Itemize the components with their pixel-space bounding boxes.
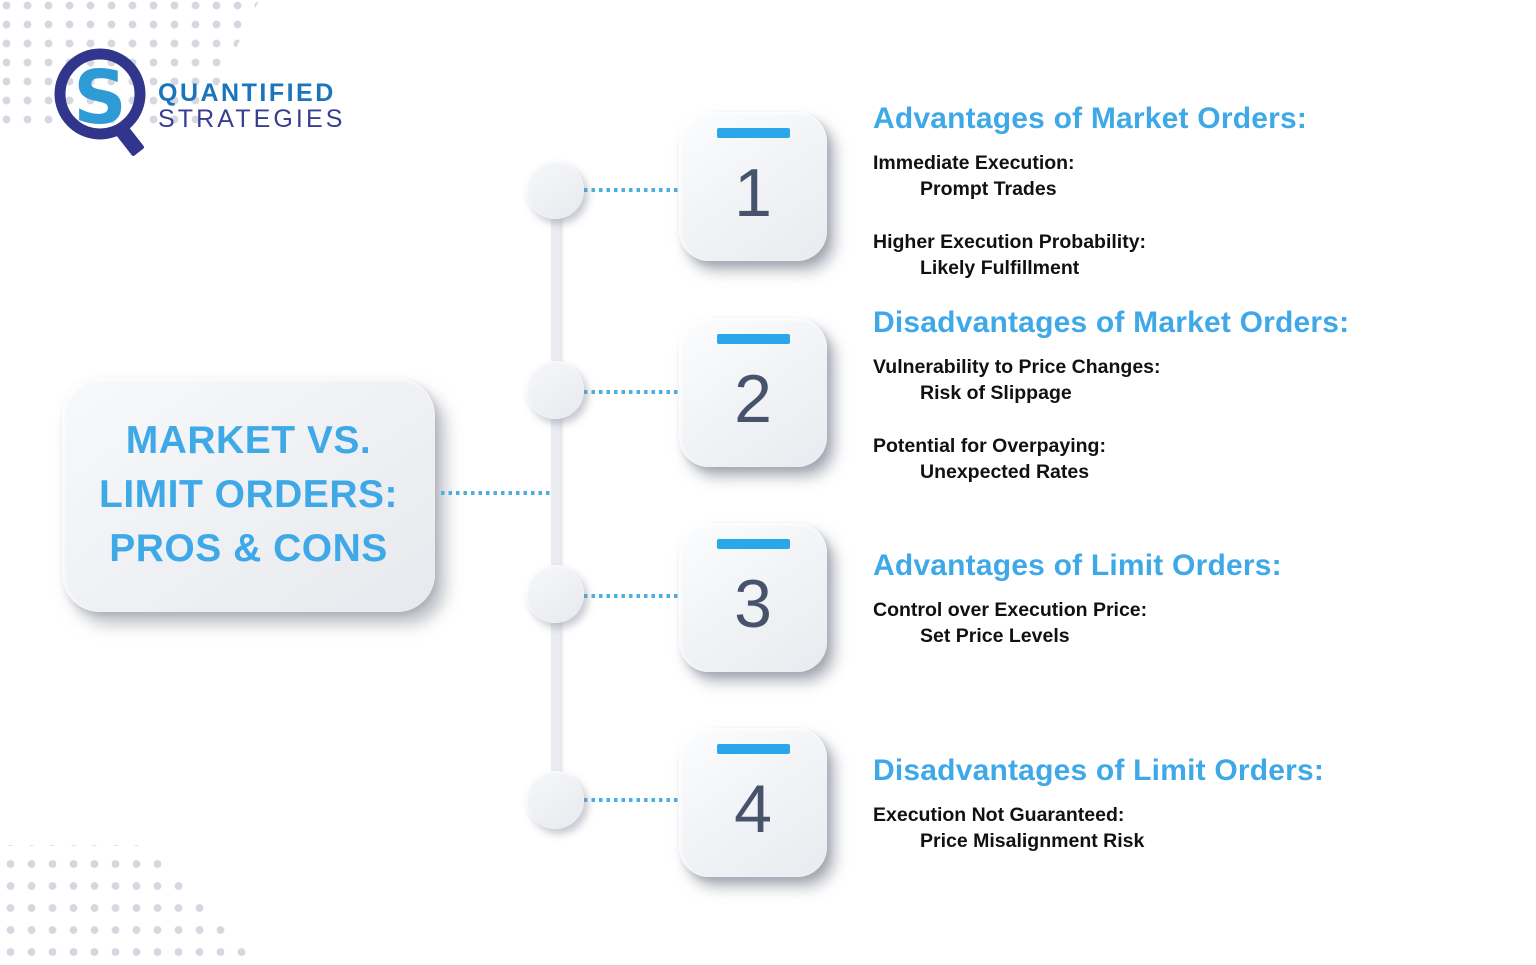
dotted-connector-step-3 [584,594,681,598]
dot-pattern-bottom-left [0,845,258,965]
item-label: Immediate Execution: [873,152,1075,174]
dotted-connector-step-4 [584,798,679,802]
step-card-accent-bar [716,334,790,344]
title-dotted-connector [441,491,552,495]
section-advantages-market-orders: Advantages of Market Orders: Immediate E… [873,101,1513,281]
item-detail: Unexpected Rates [920,461,1090,483]
section-item: Execution Not Guaranteed: Price Misalign… [873,802,1513,854]
step-number-3: 3 [734,565,772,642]
timeline-spine [551,186,560,804]
step-card-accent-bar [716,539,790,549]
step-card-3: 3 [679,523,827,672]
step-card-4: 4 [679,728,827,877]
logo-line1: QUANTIFIED [158,79,336,107]
item-detail: Price Misalignment Risk [920,830,1145,852]
timeline-node-2 [526,361,584,419]
quantified-strategies-logo: S QUANTIFIED STRATEGIES [50,42,346,160]
step-card-1: 1 [679,112,827,261]
section-heading: Advantages of Market Orders: [873,102,1308,135]
section-heading: Disadvantages of Limit Orders: [873,754,1325,787]
step-number-2: 2 [734,360,772,437]
timeline-node-3 [526,565,584,623]
title-line-3: PROS & CONS [109,527,388,570]
item-detail: Risk of Slippage [920,382,1072,404]
section-disadvantages-limit-orders: Disadvantages of Limit Orders: Execution… [873,753,1513,854]
item-detail: Set Price Levels [920,625,1070,647]
dotted-connector-step-2 [584,390,681,394]
item-detail: Prompt Trades [920,178,1057,200]
title-line-2: LIMIT ORDERS: [99,473,398,516]
step-card-2: 2 [679,318,827,467]
item-label: Higher Execution Probability: [873,231,1147,253]
step-card-accent-bar [716,744,790,754]
qs-magnifier-logo-icon: S [54,48,146,156]
section-item: Higher Execution Probability: Likely Ful… [873,229,1513,281]
logo-text: QUANTIFIED STRATEGIES [158,80,346,132]
section-advantages-limit-orders: Advantages of Limit Orders: Control over… [873,548,1513,649]
title-card: MARKET VS. LIMIT ORDERS: PROS & CONS [62,378,435,612]
title-line-1: MARKET VS. [125,419,372,462]
section-item: Vulnerability to Price Changes: Risk of … [873,354,1513,406]
section-item: Potential for Overpaying: Unexpected Rat… [873,433,1513,485]
step-card-accent-bar [716,128,790,138]
step-number-1: 1 [734,154,772,231]
step-number-4: 4 [734,770,772,847]
section-item: Control over Execution Price: Set Price … [873,597,1513,649]
item-label: Potential for Overpaying: [873,435,1106,457]
dotted-connector-step-1 [584,188,681,192]
timeline-node-4 [526,771,584,829]
item-label: Control over Execution Price: [873,599,1148,621]
section-item: Immediate Execution: Prompt Trades [873,150,1513,202]
section-disadvantages-market-orders: Disadvantages of Market Orders: Vulnerab… [873,305,1513,485]
logo-line2: STRATEGIES [158,105,346,133]
item-detail: Likely Fulfillment [920,257,1080,279]
section-heading: Disadvantages of Market Orders: [873,306,1350,339]
item-label: Execution Not Guaranteed: [873,804,1125,826]
section-heading: Advantages of Limit Orders: [873,549,1282,582]
item-label: Vulnerability to Price Changes: [873,356,1161,378]
timeline-node-1 [526,161,584,219]
